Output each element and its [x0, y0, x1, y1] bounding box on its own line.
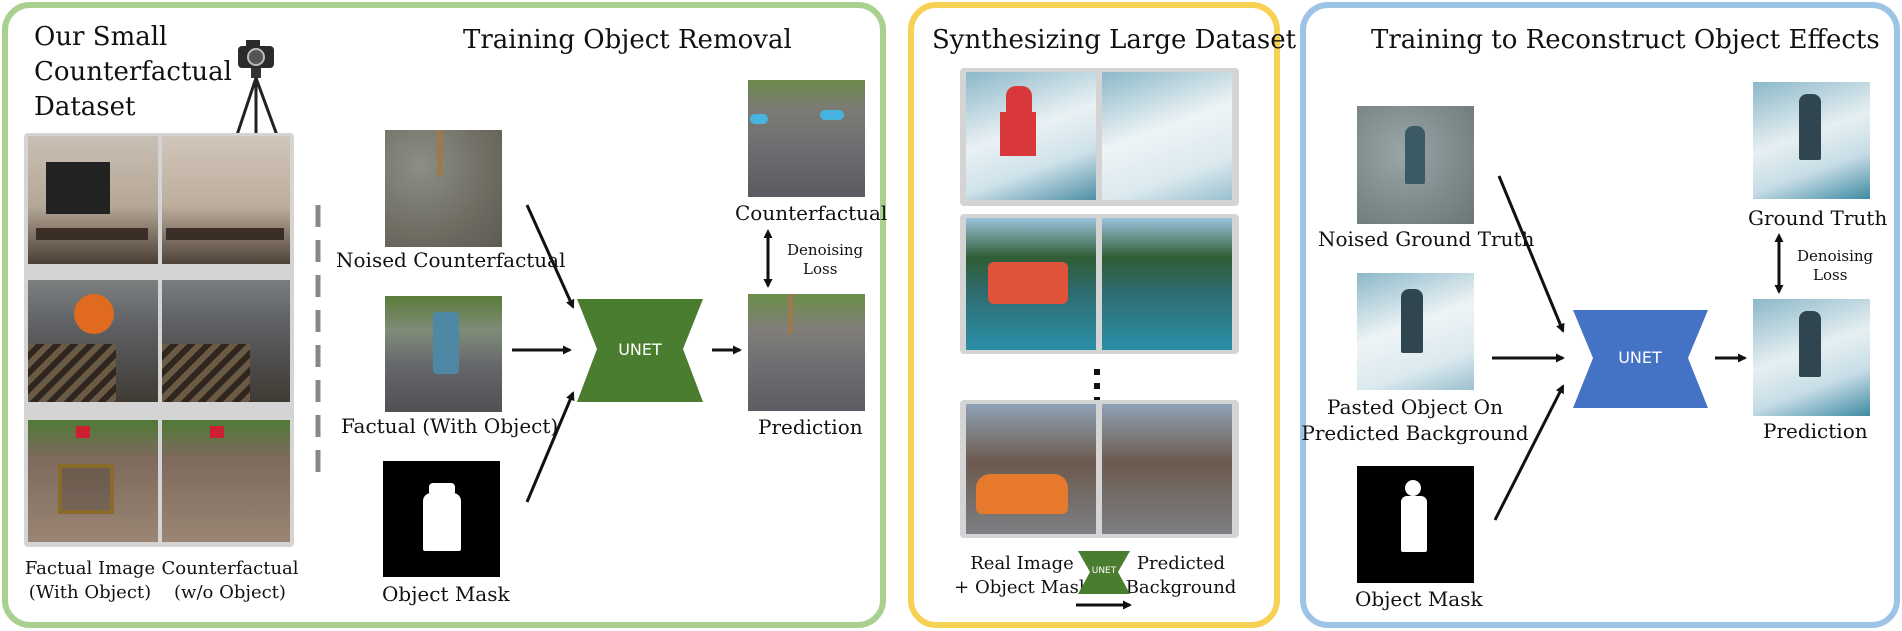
dataset-title-line-2: Counterfactual — [34, 57, 232, 87]
prediction-label-2: Prediction — [1763, 419, 1868, 443]
noised-counterfactual-image — [385, 130, 502, 247]
synth-hiker-background-image — [1102, 72, 1232, 200]
factual-caption-line-1: Factual Image — [24, 558, 156, 579]
real-image-object-mask-label: Real Image + Object Mask — [954, 552, 1090, 600]
predicted-background-line-2: Background — [1125, 577, 1237, 598]
unet-label-mini: UNET — [1091, 566, 1117, 576]
reconstruct-effects-title: Training to Reconstruct Object Effects — [1371, 25, 1880, 55]
factual-image-caption: Factual Image (With Object) — [25, 557, 155, 605]
noised-ground-truth-image — [1357, 106, 1474, 224]
prediction-output-image — [748, 294, 865, 411]
counterfactual-image-caption: Counterfactual (w/o Object) — [161, 557, 298, 605]
dataset-ball-factual-image — [28, 280, 158, 402]
training-object-removal-title: Training Object Removal — [463, 25, 792, 55]
pasted-object-line-1: Pasted Object On — [1327, 395, 1503, 419]
synth-taxi-masked-image — [966, 404, 1096, 534]
synth-boat-masked-image — [966, 218, 1096, 350]
noised-ground-truth-label: Noised Ground Truth — [1318, 227, 1535, 251]
noised-counterfactual-label: Noised Counterfactual — [336, 248, 566, 272]
denoising-loss-1-line-1: Denoising — [787, 241, 864, 259]
ground-truth-image — [1753, 82, 1870, 199]
factual-with-object-label: Factual (With Object) — [341, 414, 559, 438]
denoising-loss-2-line-2: Loss — [1813, 266, 1848, 284]
ground-truth-label: Ground Truth — [1748, 206, 1888, 230]
object-mask-label: Object Mask — [382, 582, 510, 606]
pasted-object-line-2: Predicted Background — [1301, 421, 1529, 445]
unet-label-1: UNET — [618, 340, 662, 359]
denoising-loss-2-line-1: Denoising — [1797, 247, 1874, 265]
predicted-background-label: Predicted Background — [1126, 552, 1237, 600]
dataset-cart-factual-image — [28, 420, 158, 542]
denoising-loss-label-1: Denoising Loss — [787, 241, 863, 279]
synth-hiker-masked-image — [966, 72, 1096, 200]
synthesizing-dataset-title: Synthesizing Large Dataset — [932, 25, 1297, 55]
denoising-loss-1-line-2: Loss — [803, 260, 838, 278]
object-mask-hiker-image — [1357, 466, 1474, 583]
counterfactual-output-image — [748, 80, 865, 197]
dataset-title-line-3: Dataset — [34, 92, 136, 122]
dataset-tv-counterfactual-image — [162, 136, 290, 264]
prediction-output-image-2 — [1753, 299, 1870, 416]
factual-caption-line-2: (With Object) — [28, 582, 152, 603]
real-image-line-1: Real Image — [970, 553, 1074, 574]
dataset-title-line-1: Our Small — [34, 22, 168, 52]
unet-label-2: UNET — [1618, 348, 1662, 367]
denoising-loss-label-2: Denoising Loss — [1797, 247, 1873, 285]
factual-with-object-image — [385, 296, 502, 412]
real-image-line-2: + Object Mask — [954, 577, 1090, 598]
object-mask-image — [383, 461, 500, 577]
prediction-label-1: Prediction — [758, 415, 863, 439]
counterfactual-output-label: Counterfactual — [735, 201, 888, 225]
dataset-tv-factual-image — [28, 136, 158, 264]
counterfactual-caption-line-2: (w/o Object) — [174, 582, 286, 603]
dataset-cart-counterfactual-image — [162, 420, 290, 542]
synth-boat-background-image — [1102, 218, 1232, 350]
object-mask-label-2: Object Mask — [1355, 587, 1483, 611]
dataset-title: Our Small Counterfactual Dataset — [34, 20, 232, 125]
pasted-object-label: Pasted Object On Predicted Background — [1301, 394, 1528, 446]
predicted-background-line-1: Predicted — [1136, 553, 1226, 574]
pasted-object-image — [1357, 273, 1474, 390]
synth-taxi-background-image — [1102, 404, 1232, 534]
dataset-ball-counterfactual-image — [162, 280, 290, 402]
counterfactual-caption-line-1: Counterfactual — [161, 558, 299, 579]
